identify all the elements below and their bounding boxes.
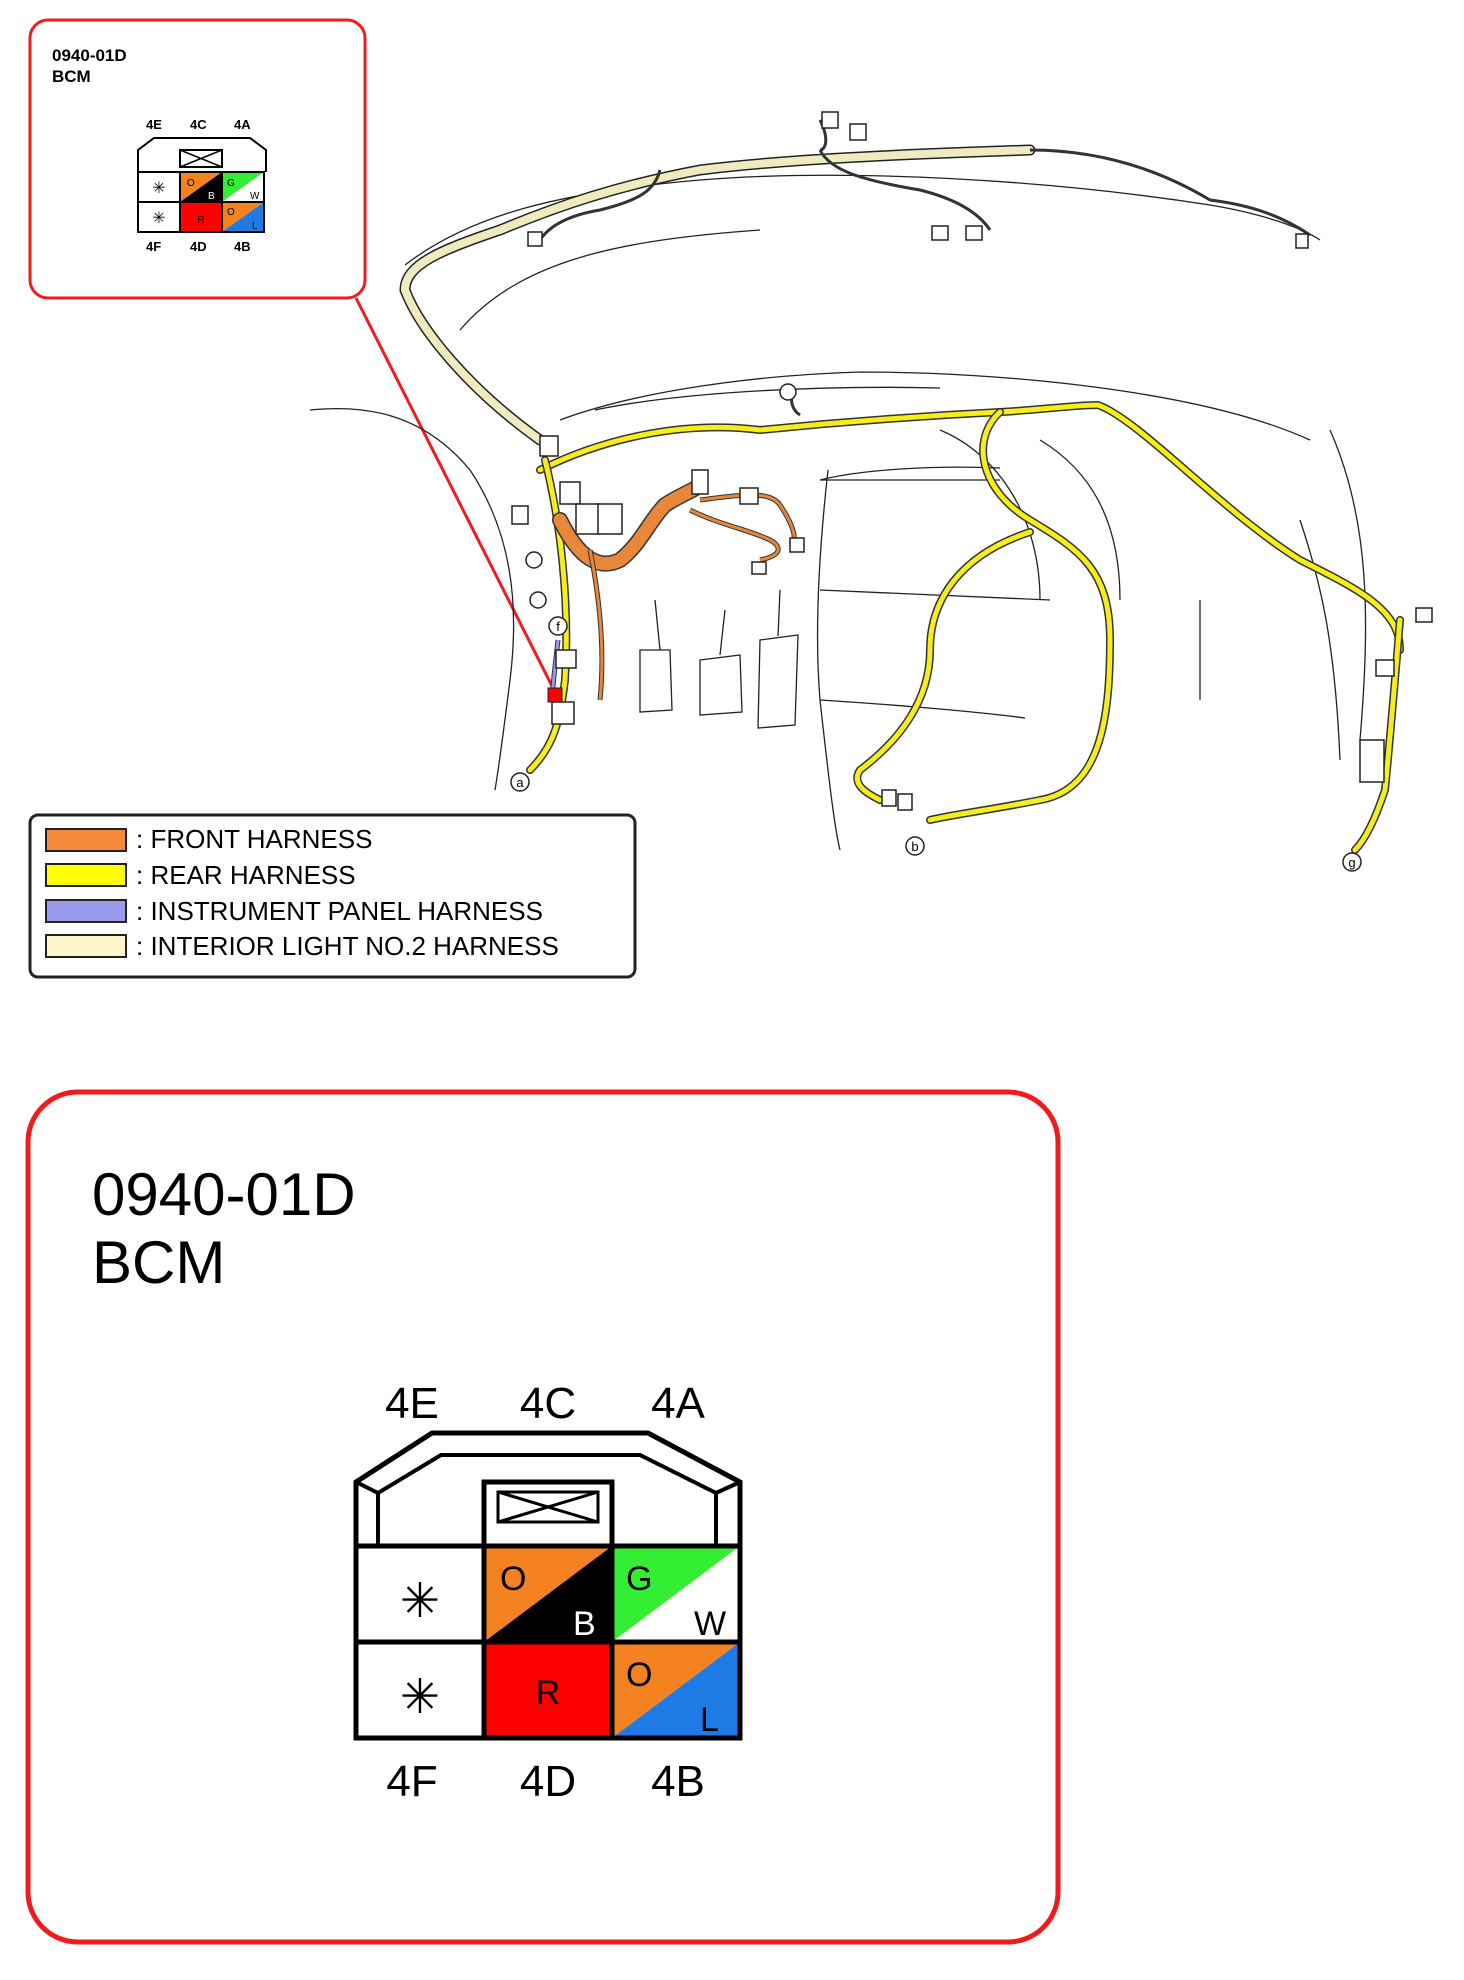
- small-4A-top: G: [227, 178, 235, 189]
- point-labels: a b f g: [510, 616, 1362, 872]
- pin-label-4D: 4D: [520, 1757, 576, 1806]
- legend-label-interior-light: : INTERIOR LIGHT NO.2 HARNESS: [136, 931, 559, 961]
- pin-4D: [484, 1642, 612, 1738]
- rear-harness: [526, 394, 1404, 854]
- harness-legend: : FRONT HARNESS : REAR HARNESS : INSTRUM…: [28, 813, 637, 979]
- small-4C-bottom: B: [208, 191, 215, 202]
- front-harness: [552, 477, 797, 701]
- pin-4C: [484, 1546, 612, 1642]
- connector-code: 0940-01D: [92, 1161, 356, 1228]
- large-callout: 0940-01D BCM 4E 4C 4A: [25, 1089, 1061, 1945]
- point-g: g: [1348, 855, 1355, 870]
- legend-swatch-instrument-panel: [45, 899, 127, 923]
- pin-4F-blank-symbol: ✳: [400, 1671, 440, 1724]
- legend-label-front: : FRONT HARNESS: [136, 824, 372, 854]
- small-blank-2: ✳: [152, 210, 165, 227]
- small-pin-4E: 4E: [146, 117, 162, 132]
- pin-4D-color: R: [536, 1674, 561, 1712]
- small-4D-label: R: [197, 215, 204, 226]
- harness-connectors: [511, 111, 1433, 811]
- legend-label-instrument-panel: : INSTRUMENT PANEL HARNESS: [136, 896, 543, 926]
- pin-label-4E: 4E: [385, 1379, 439, 1428]
- pin-label-4F: 4F: [386, 1757, 437, 1806]
- small-connector-name: BCM: [52, 67, 91, 86]
- pin-4A-color-bottom: W: [694, 1605, 726, 1643]
- legend-swatch-rear: [45, 863, 127, 887]
- pin-4A-color-top: G: [626, 1560, 652, 1598]
- pin-4E-blank-symbol: ✳: [400, 1575, 440, 1628]
- pin-4B: [612, 1642, 740, 1738]
- bcm-location-marker: [547, 687, 563, 703]
- small-pin-4A: 4A: [234, 117, 251, 132]
- point-f: f: [556, 619, 560, 634]
- connector-name: BCM: [92, 1229, 225, 1296]
- vehicle-outline: [309, 174, 1367, 851]
- small-4A-bottom: W: [250, 191, 260, 202]
- pin-4C-color-bottom: B: [573, 1605, 596, 1643]
- small-blank-1: ✳: [152, 180, 165, 197]
- small-callout: 0940-01D BCM 4E 4C 4A ✳ ✳ O B G W R O L …: [28, 18, 367, 300]
- point-a: a: [516, 775, 524, 790]
- pin-label-4B: 4B: [651, 1757, 705, 1806]
- pin-label-4C: 4C: [520, 1379, 576, 1428]
- small-4C-top: O: [187, 178, 195, 189]
- point-b: b: [911, 839, 918, 854]
- pin-4B-color-bottom: L: [700, 1701, 719, 1739]
- legend-label-rear: : REAR HARNESS: [136, 860, 356, 890]
- pin-label-4A: 4A: [651, 1379, 705, 1428]
- small-4B-top: O: [227, 207, 235, 218]
- pin-4E: [356, 1546, 484, 1642]
- callout-leader-line: [354, 297, 558, 695]
- small-4B-bottom: L: [252, 221, 258, 232]
- pin-4F: [356, 1642, 484, 1738]
- pin-4C-color-top: O: [500, 1560, 526, 1598]
- small-pin-4B: 4B: [234, 239, 251, 254]
- small-pin-4C: 4C: [190, 117, 207, 132]
- small-pin-4F: 4F: [146, 239, 161, 254]
- interior-light-harness: [399, 119, 1311, 446]
- small-pin-4D: 4D: [190, 239, 207, 254]
- legend-swatch-front: [45, 828, 127, 852]
- pin-4A: [612, 1546, 740, 1642]
- legend-swatch-interior-light: [45, 934, 127, 958]
- small-connector-code: 0940-01D: [52, 46, 127, 65]
- pin-4B-color-top: O: [626, 1656, 652, 1694]
